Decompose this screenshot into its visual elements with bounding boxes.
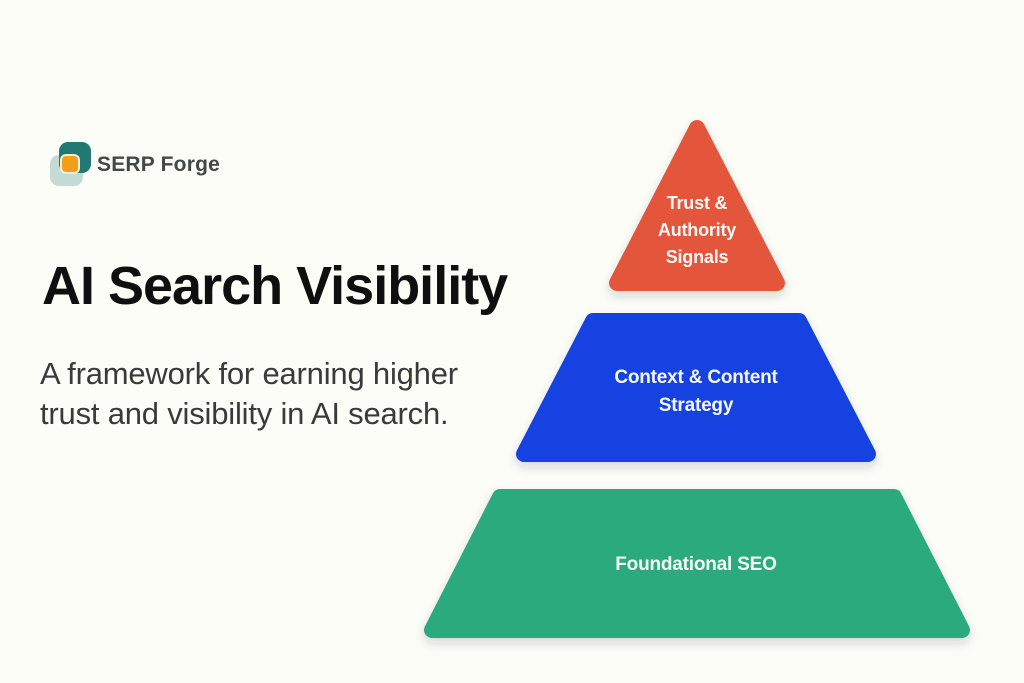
- serp-forge-logo-icon: [48, 140, 94, 190]
- pyramid-level-bottom-label: Foundational SEO: [615, 554, 777, 575]
- pyramid-level-middle-shape: [516, 313, 876, 462]
- page-subtitle: A framework for earning higher trust and…: [40, 356, 458, 431]
- pyramid-level-top-label: Trust & Authority Signals: [657, 193, 737, 267]
- pyramid-level-top-shape: [609, 120, 785, 291]
- pyramid-level-bottom-shape: [424, 489, 970, 638]
- brand-name: SERP Forge: [97, 153, 220, 176]
- pyramid-level-middle-label: Context & Content Strategy: [614, 367, 778, 416]
- logo-orange-square: [60, 154, 80, 174]
- brand-logo: SERP Forge: [48, 140, 220, 190]
- pyramid-graphic: [424, 120, 970, 638]
- page-title: AI Search Visibility: [42, 256, 508, 316]
